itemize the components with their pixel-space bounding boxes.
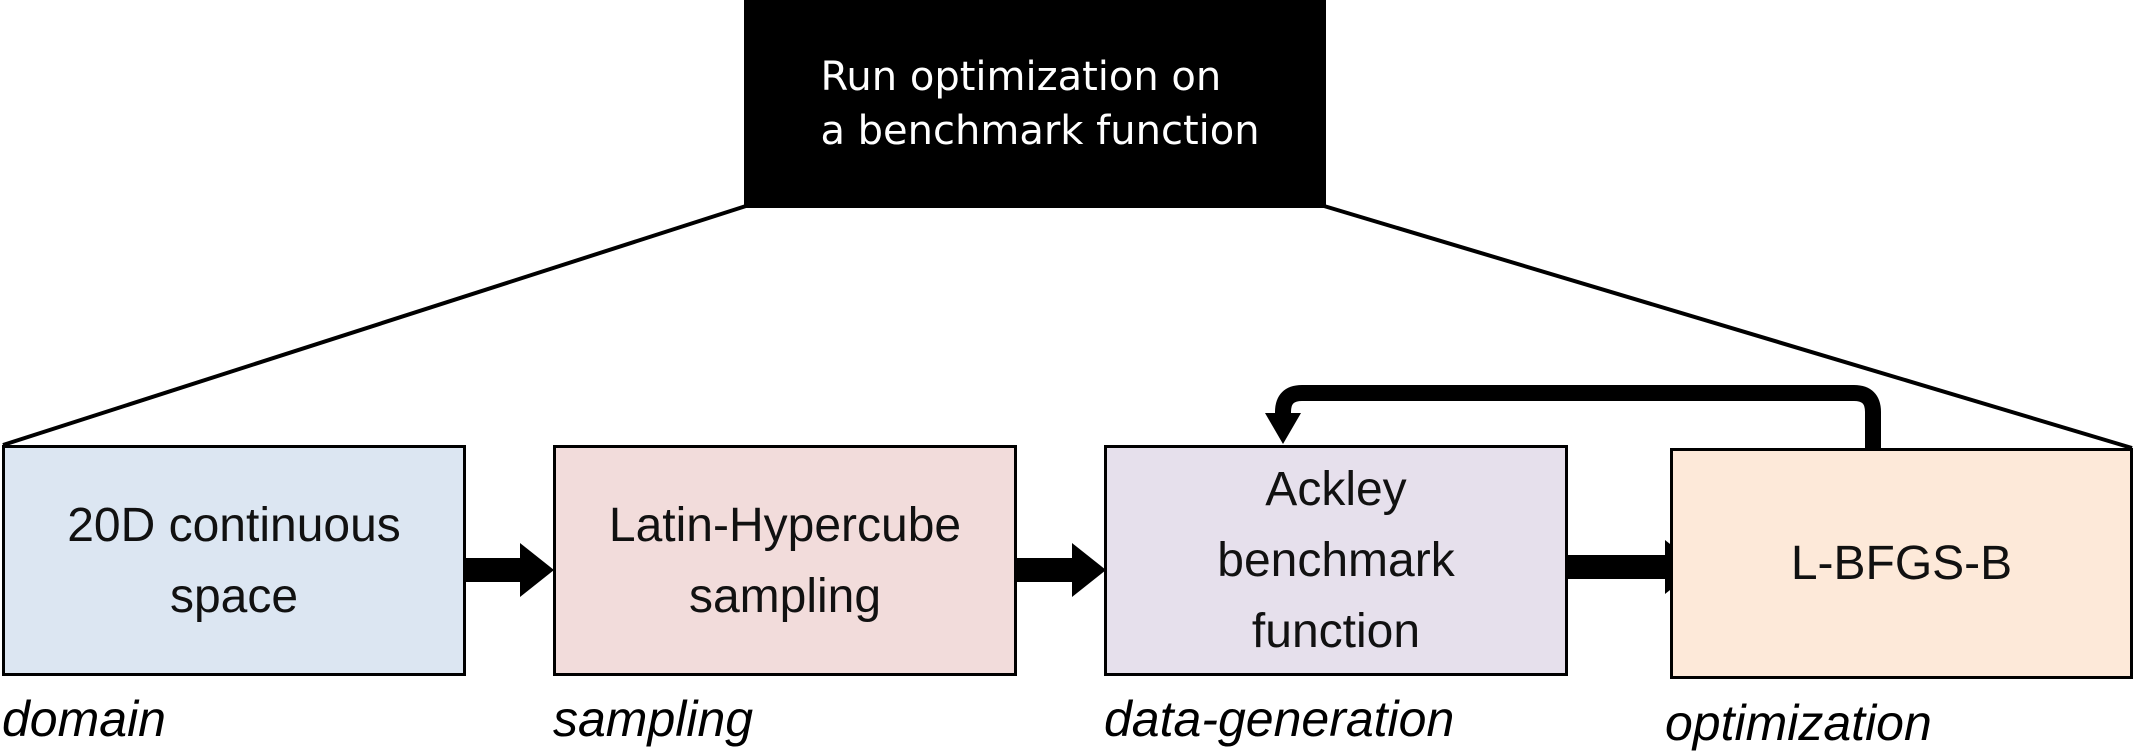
- stage-datagen-box: Ackley benchmark function: [1104, 445, 1568, 676]
- header-box: Run optimization on a benchmark function: [744, 0, 1326, 208]
- stage-datagen-text: Ackley benchmark function: [1217, 463, 1455, 658]
- stage-optimization-label: optimization: [1665, 695, 1932, 751]
- stage-optimization-text: L-BFGS-B: [1790, 537, 2013, 590]
- fan-line-left: [2, 204, 747, 447]
- arrow-datagen-to-optimization: [1567, 555, 1677, 579]
- fan-line-right: [1323, 204, 2133, 450]
- stage-domain-text: 20D continuous space: [67, 498, 401, 623]
- stage-sampling-label: sampling: [553, 691, 754, 747]
- arrow-sampling-to-datagen: [1016, 543, 1106, 597]
- stage-sampling-box: Latin-Hypercube sampling: [553, 445, 1017, 676]
- stage-optimization-box: L-BFGS-B: [1670, 448, 2133, 679]
- stage-domain-label: domain: [2, 691, 166, 747]
- stage-sampling-text: Latin-Hypercube sampling: [608, 498, 962, 623]
- stage-domain-box: 20D continuous space: [2, 445, 466, 676]
- stage-datagen-label: data-generation: [1104, 691, 1455, 747]
- arrow-domain-to-sampling: [464, 543, 554, 597]
- feedback-loop-arrow: [1265, 385, 1881, 449]
- header-title: Run optimization on a benchmark function: [820, 54, 1260, 154]
